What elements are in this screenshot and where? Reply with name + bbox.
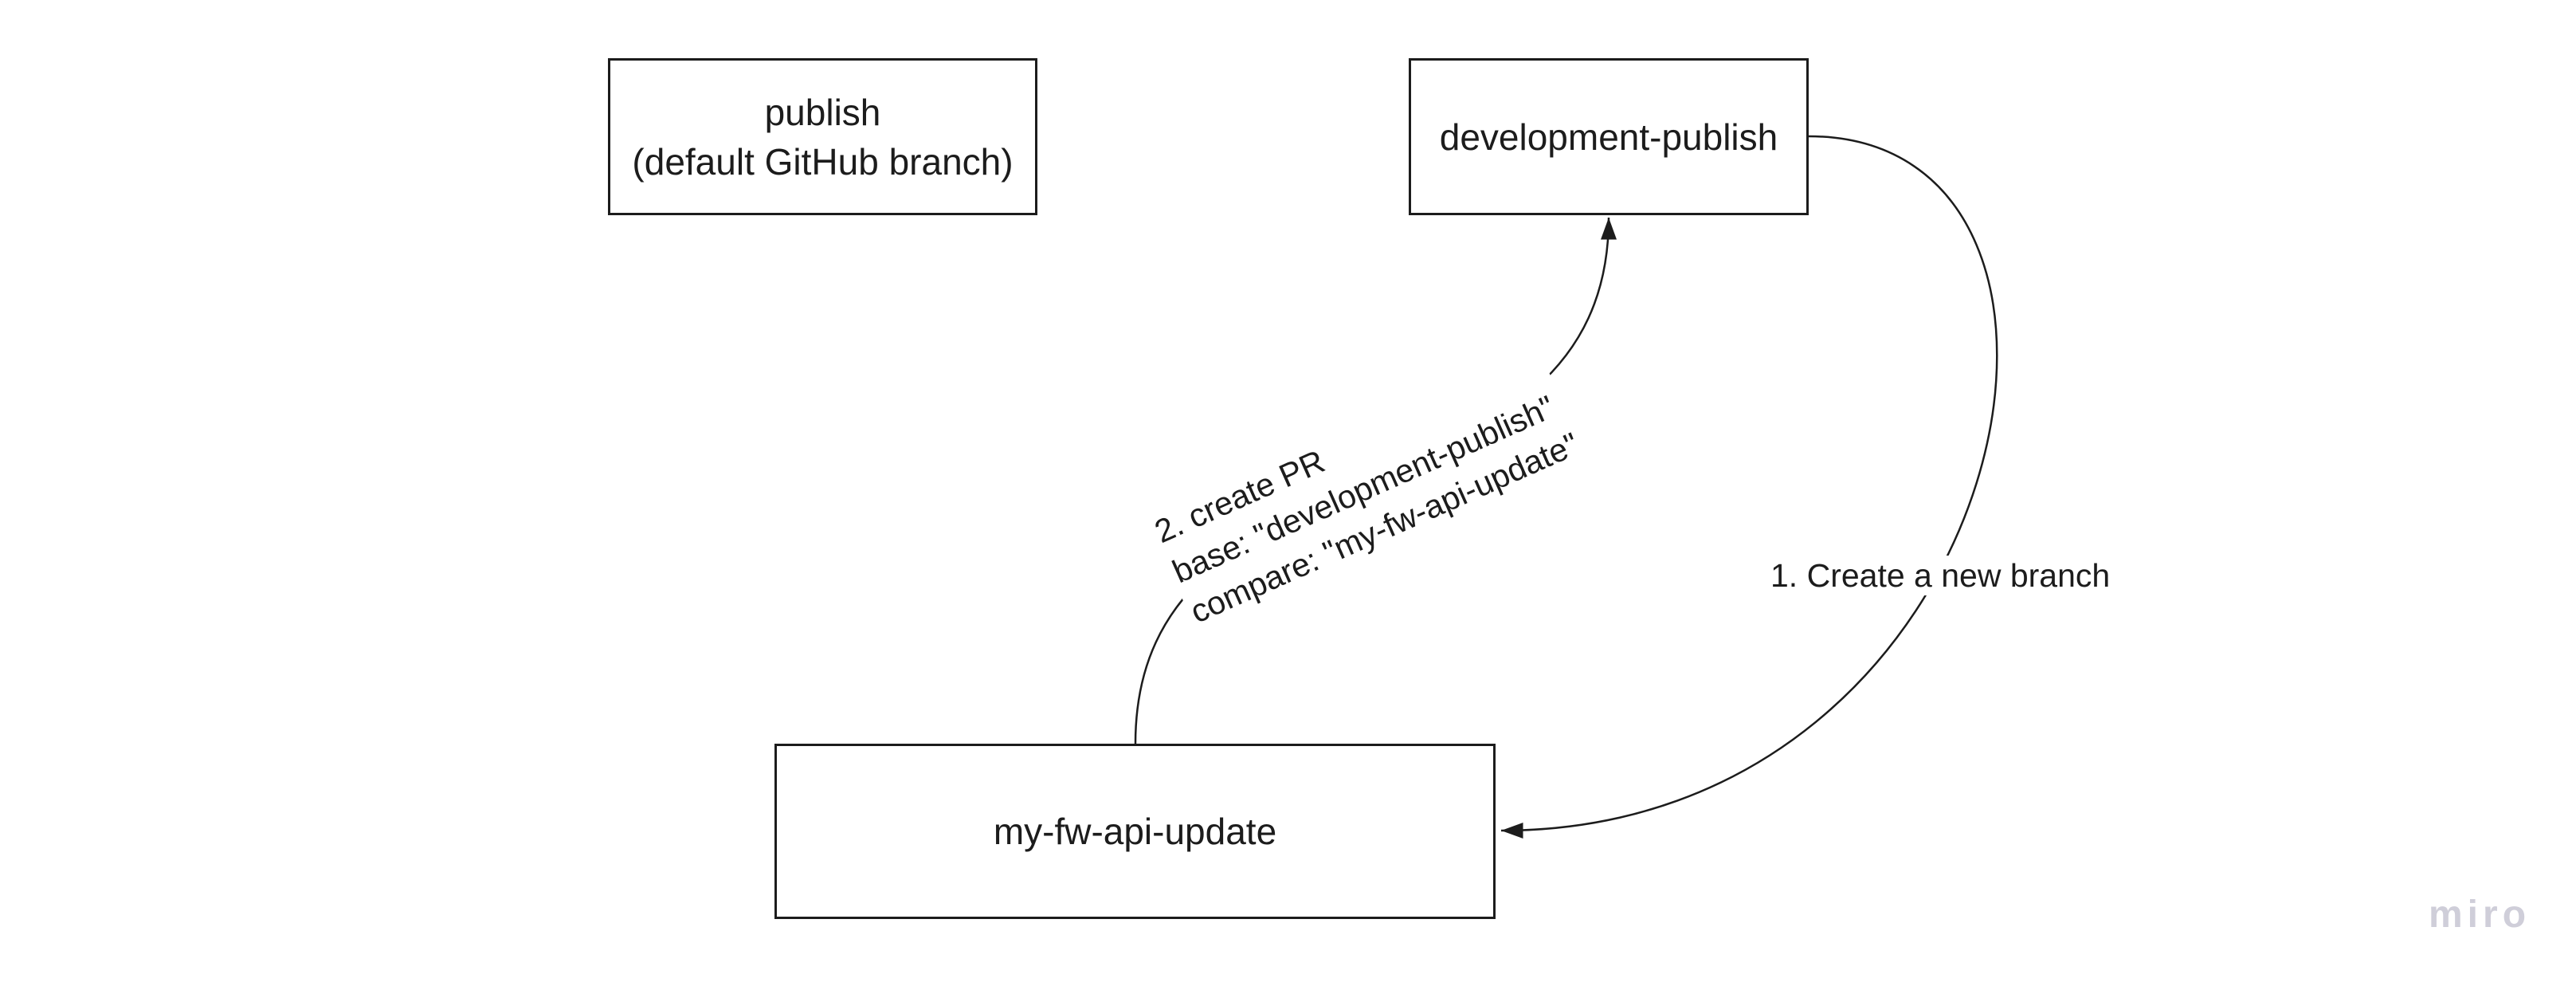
development-publish-label: development-publish: [1439, 116, 1778, 158]
publish-branch-label: publish (default GitHub branch): [632, 88, 1013, 187]
shape-development-publish-branch[interactable]: development-publish: [1409, 58, 1809, 215]
shape-my-fw-api-update-branch[interactable]: my-fw-api-update: [774, 744, 1496, 919]
miro-watermark: miro: [2429, 894, 2531, 936]
connector-label-create-branch[interactable]: 1. Create a new branch: [1764, 556, 2117, 595]
connector-create-branch-curve[interactable]: [1500, 135, 1998, 839]
shape-publish-branch[interactable]: publish (default GitHub branch): [608, 58, 1037, 215]
publish-branch-label-line1: publish: [764, 91, 881, 133]
publish-branch-label-line2: (default GitHub branch): [632, 140, 1014, 183]
my-fw-api-update-label: my-fw-api-update: [993, 811, 1277, 852]
